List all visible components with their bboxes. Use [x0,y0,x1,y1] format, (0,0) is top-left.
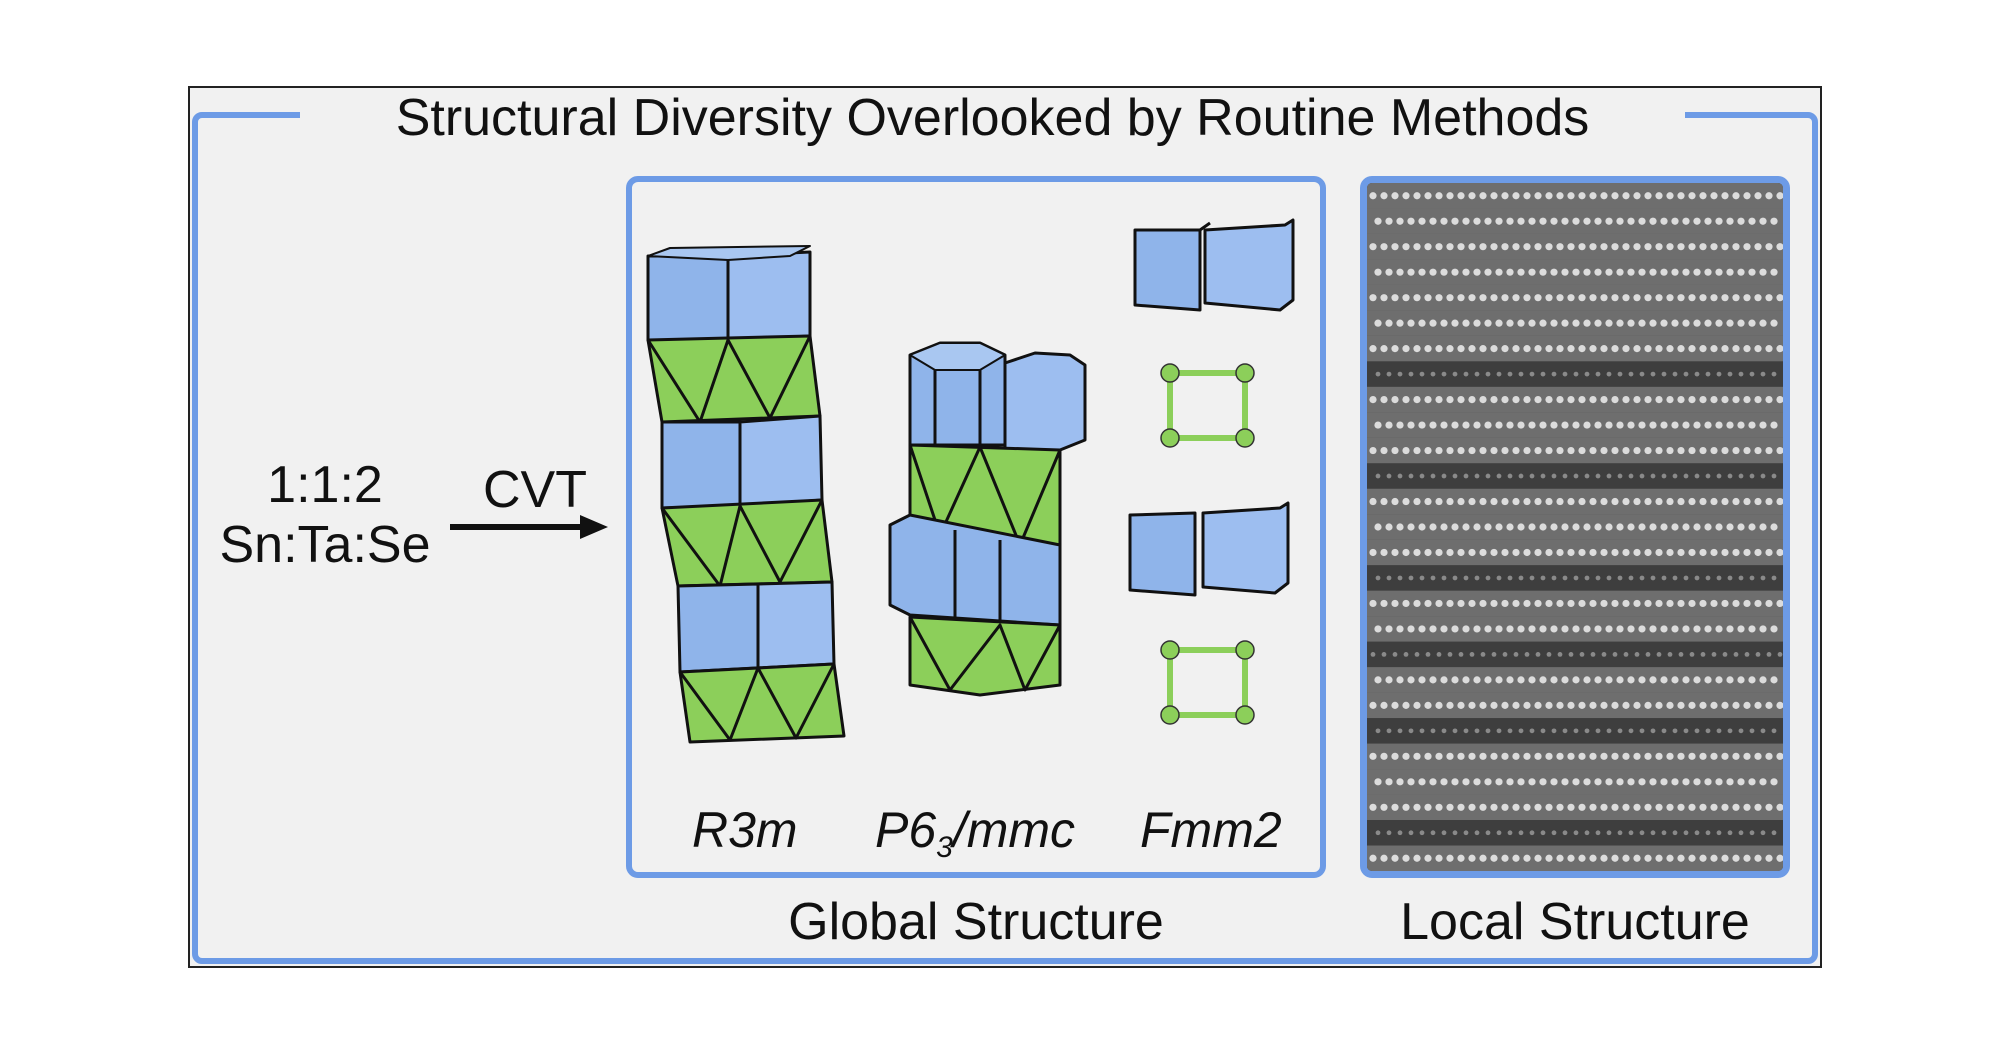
atom-column-row [1375,473,1777,479]
trigonal-prism [660,420,742,510]
trigonal-prism [1128,511,1197,597]
atom-column-row [1375,728,1777,734]
atom-column-row [1369,701,1783,709]
trigonal-prism [1201,501,1290,595]
atom-column-row [1374,217,1778,225]
hexagonal-prism [1003,351,1087,452]
element-labels: Sn:Ta:Se [219,516,431,574]
atom-column-row [1374,778,1778,786]
trigonal-prism [1133,228,1202,312]
p63mmc-structure-illustration [888,341,1087,697]
trigonal-prism [646,254,730,342]
atom-column-row [1375,371,1777,377]
trigonal-prism [1203,218,1295,312]
atom-column-row [1375,830,1777,836]
prism-top [647,245,811,261]
trigonal-prism [676,582,760,674]
atom-column-row [1374,625,1778,633]
title-mask [300,90,1685,140]
atom-column-row [1369,599,1783,608]
atom-column-row [1369,803,1783,811]
atom-column-row [1369,395,1783,404]
figure-title: Structural Diversity Overlooked by Routi… [395,89,1590,147]
green-square-motif [1160,640,1255,725]
atom-column-row [1369,294,1783,302]
atom-column-row [1369,548,1783,557]
r3m-structure-illustration [646,245,846,744]
atom-column-row [1374,523,1778,531]
atom-column-row [1375,575,1777,581]
atom-column-row [1369,446,1783,455]
atom-column-row [1369,497,1783,506]
atom-column-row [1369,192,1783,200]
stoichiometry-ratio: 1:1:2 [267,456,383,514]
atom-column-row [1369,345,1783,353]
reactants: 1:1:2 Sn:Ta:Se [200,455,450,575]
local-structure-caption: Local Structure [1400,893,1750,951]
right-arrow-icon [450,515,608,539]
atom-column-row [1374,319,1778,327]
local-structure-panel [1360,176,1790,878]
atom-column-row [1369,243,1783,251]
atom-column-row [1369,752,1783,760]
space-group-label-r3m: R3m [692,802,798,858]
atom-column-row [1369,854,1783,862]
octahedron [908,615,1062,697]
space-group-label-p63mmc: P63/mmc [875,802,1076,864]
atom-column-row [1370,652,1783,657]
trigonal-prism [726,250,812,342]
method-label: CVT [483,461,587,519]
trigonal-prism [738,414,824,508]
trigonal-prism [756,580,836,670]
atom-column-row [1374,268,1778,276]
stem-micrograph [1367,183,1783,871]
green-square-motif [1160,363,1255,448]
atom-column-row [1374,421,1778,429]
fmm2-structure-illustration [1128,218,1295,725]
atom-column-row [1374,676,1778,684]
space-group-label-fmm2: Fmm2 [1140,802,1282,858]
global-structure-caption: Global Structure [788,893,1164,951]
